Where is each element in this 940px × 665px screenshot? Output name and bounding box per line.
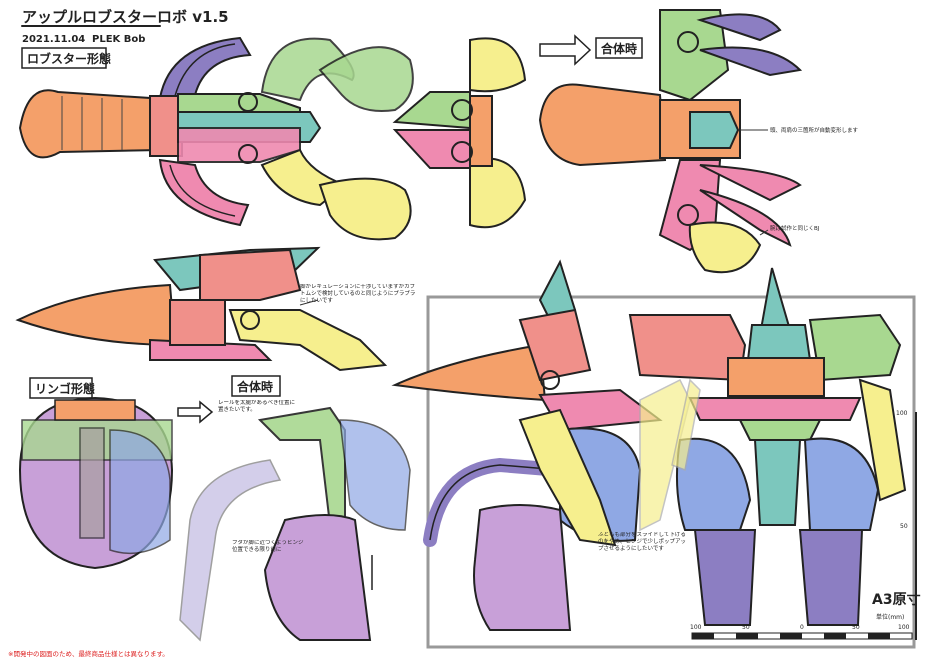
bottom-tick-50-right: 50	[852, 624, 860, 631]
footer-disclaimer: ※開発中の図面のため、最終商品仕様とは異なります。	[8, 649, 169, 658]
bottom-tick-50-left: 50	[742, 624, 750, 631]
note-rail: レールを太腿があるべき位置に置きたいです。	[218, 400, 296, 414]
header: アップルロブスターロボ v1.5 2021.11.04 PLEK Bob	[21, 8, 229, 45]
apple-form-label: リンゴ形態	[29, 377, 95, 399]
apple-form-view	[18, 396, 174, 570]
bottom-tick-100-right: 100	[898, 624, 910, 631]
lobster-legs-upper	[158, 36, 252, 100]
transform-arrow-top	[539, 34, 592, 66]
lobster-side-view	[15, 246, 388, 372]
note-head-arms: 頭、両肩の三箇所が自動変形します	[740, 126, 859, 134]
lobster-legs-lower	[158, 158, 250, 227]
note-head-arms-text: 頭、両肩の三箇所が自動変形します	[770, 126, 859, 134]
side-tick-100: 100	[896, 410, 908, 417]
note-lid: フタが脚に近づくようヒンジ位置できる限り前に	[232, 540, 304, 554]
bottom-scale: 100 50 0 50 100 単位(mm)	[690, 613, 913, 640]
note-arm-joint: 腕は試作と同じくBJ	[759, 224, 820, 236]
apple-form-text: リンゴ形態	[35, 381, 95, 396]
combined-apple-text: 合体時	[237, 379, 273, 394]
bottom-tick-0: 0	[800, 624, 804, 631]
bottom-tick-100-left: 100	[690, 624, 702, 631]
combined-apple-label: 合体時	[231, 375, 281, 397]
note-thigh-text: ふともも部分をスライドして下げるのをやめ、ヒンジで少しポップアップさせるようにし…	[598, 532, 687, 553]
combined-top-text: 合体時	[601, 41, 637, 56]
note-lid-text: フタが脚に近づくようヒンジ位置できる限り前に	[232, 540, 304, 554]
note-arm-joint-text: 腕は試作と同じくBJ	[770, 224, 820, 232]
scale-unit: 単位(mm)	[876, 613, 904, 621]
sheet-title: アップルロブスターロボ v1.5	[22, 8, 229, 26]
size-tag: A3原寸	[872, 591, 921, 608]
lobster-tail	[18, 89, 162, 159]
combined-top-view	[538, 9, 803, 274]
lobster-form-text: ロブスター形態	[27, 51, 111, 66]
lobster-front-view	[392, 37, 527, 229]
robot-frame	[426, 295, 916, 649]
robot-front-view	[628, 267, 907, 626]
note-thigh: ふともも部分をスライドして下げるのをやめ、ヒンジで少しポップアップさせるようにし…	[598, 532, 687, 553]
sheet-date: 2021.11.04	[22, 34, 85, 45]
side-tick-50: 50	[900, 523, 908, 530]
lobster-body-pink	[177, 127, 301, 163]
note-leg-regulation: 脚がレギュレーションに干渉していますがカブトムシで検討しているのと同じようにプラ…	[299, 284, 416, 306]
transform-arrow-apple	[177, 400, 214, 424]
apple-split-view	[179, 406, 411, 642]
lobster-form-label: ロブスター形態	[21, 47, 111, 69]
sheet-author: PLEK Bob	[92, 34, 145, 45]
note-leg-regulation-text: 脚がレギュレーションに干渉していますがカブトムシで検討しているのと同じようにプラ…	[300, 284, 416, 305]
note-rail-text: レールを太腿があるべき位置に置きたいです。	[218, 400, 296, 414]
lobster-top-view	[18, 36, 414, 241]
combined-top-label: 合体時	[595, 37, 643, 59]
robot-side-view	[391, 259, 691, 631]
